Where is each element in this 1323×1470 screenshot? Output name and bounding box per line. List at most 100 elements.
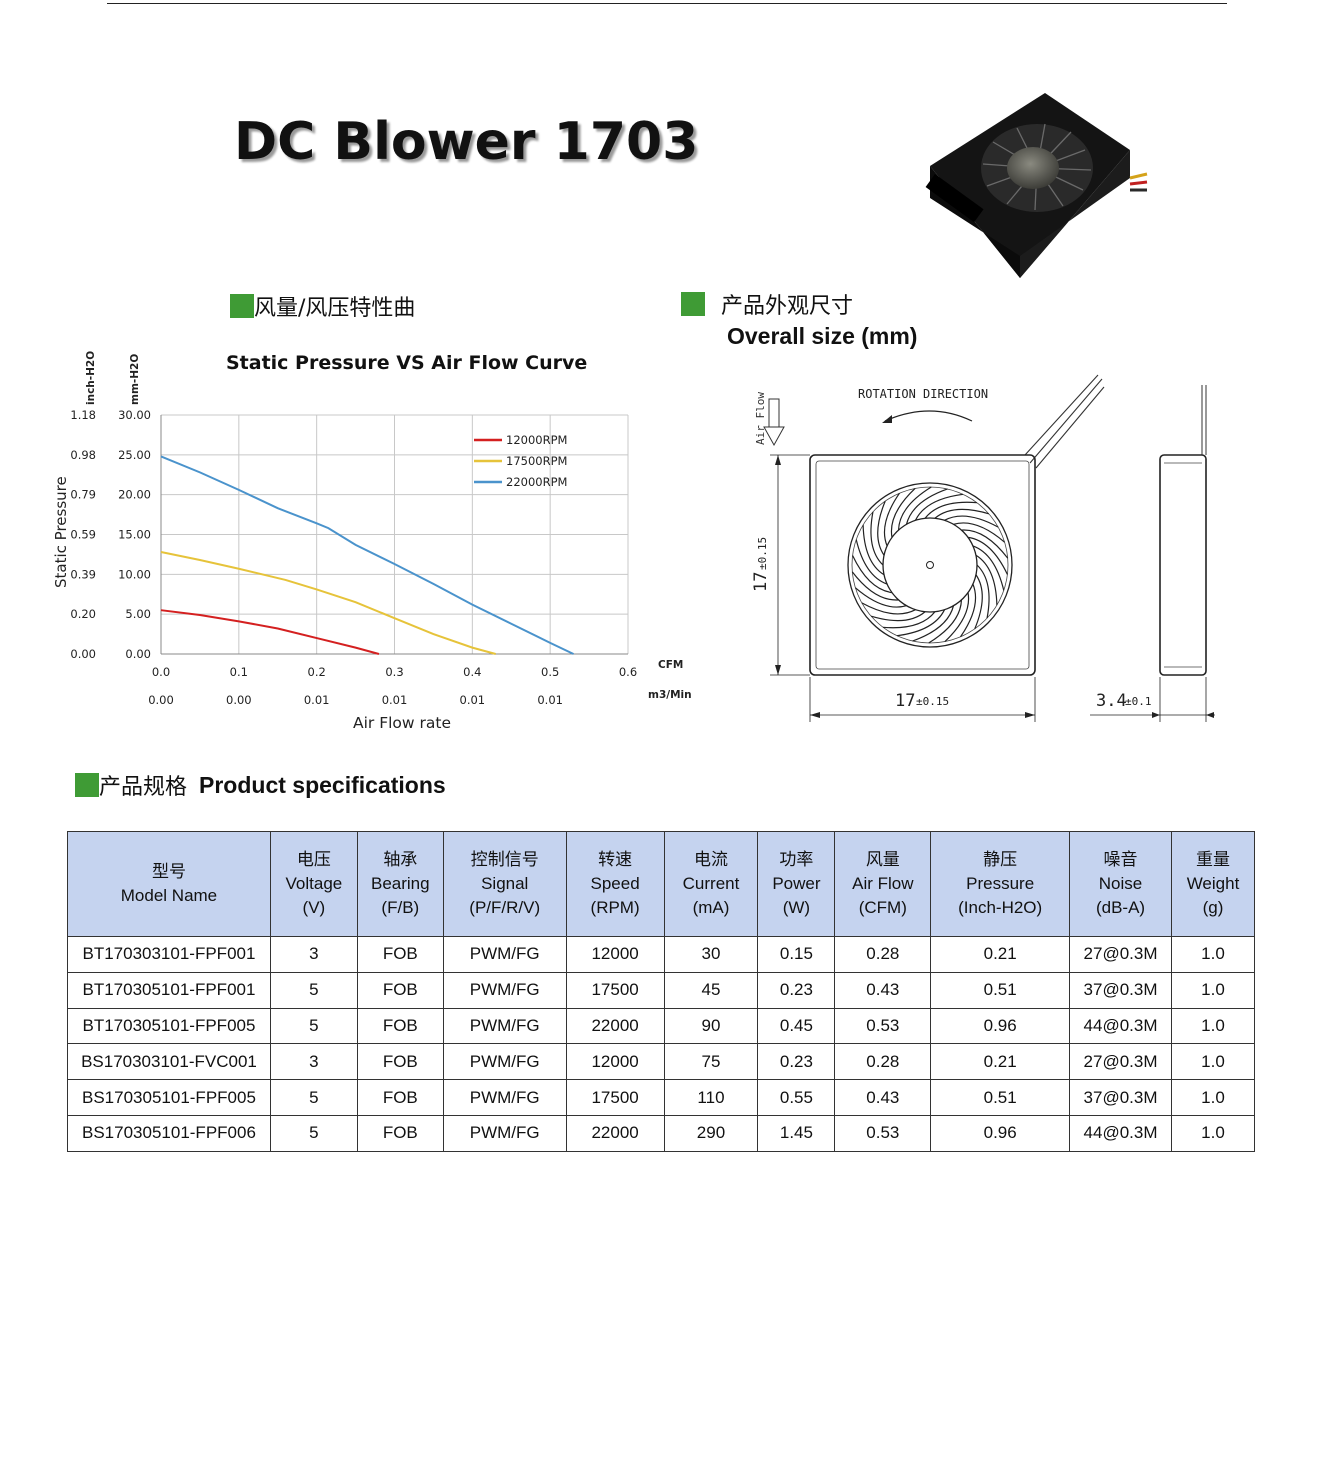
fan-body-outline <box>809 454 1036 676</box>
y-tick-label-mm: 25.00 <box>118 448 151 462</box>
x-tick-label: 0.5 <box>541 665 559 679</box>
fan-blade <box>890 488 916 538</box>
spec-section-heading: 产品规格 Product specifications <box>75 769 446 801</box>
fan-blade <box>924 501 977 519</box>
y-tick-label-mm: 20.00 <box>118 488 151 502</box>
table-cell: 0.28 <box>834 1043 932 1081</box>
x2-tick-label: 0.00 <box>226 693 252 707</box>
fan-blade <box>975 554 998 606</box>
y-tick-label-inch: 0.20 <box>70 607 96 621</box>
y-tick-label-mm: 30.00 <box>118 408 151 422</box>
spec-header-line: 电压 <box>296 850 331 869</box>
y-tick-label-mm: 15.00 <box>118 528 151 542</box>
fan-blade <box>972 545 1005 591</box>
spec-header-cell: 电流 Current (mA) <box>663 831 759 937</box>
table-cell: 37@0.3M <box>1069 971 1172 1009</box>
y-tick-label-inch: 0.98 <box>70 448 96 462</box>
fan-blade <box>976 564 990 619</box>
fan-blade <box>862 524 885 576</box>
x2-tick-label: 0.01 <box>460 693 486 707</box>
y-tick-label-inch: 0.79 <box>70 488 96 502</box>
spec-header-line: (mA) <box>692 898 730 917</box>
fan-blade <box>877 500 886 556</box>
fan-blade <box>861 602 916 615</box>
dim-height-tol: ±0.15 <box>756 537 769 570</box>
table-cell: 22000 <box>565 1114 665 1152</box>
table-cell: 1.0 <box>1170 1114 1256 1152</box>
chart-title: Static Pressure VS Air Flow Curve <box>226 352 588 374</box>
fan-blade <box>852 555 893 594</box>
table-cell: 3 <box>269 1043 358 1081</box>
section-square <box>681 292 705 316</box>
fan-blade <box>967 536 1008 575</box>
y-axis-title: Static Pressure <box>52 476 70 588</box>
spec-header-line: (g) <box>1202 898 1224 917</box>
table-cell: 0.23 <box>757 971 836 1009</box>
table-cell: 12000 <box>565 936 665 973</box>
spec-header-line: 电流 <box>693 850 728 869</box>
spec-header-line: Model Name <box>120 886 218 905</box>
table-cell: PWM/FG <box>442 1043 567 1081</box>
spec-header-line: 控制信号 <box>470 850 539 869</box>
section-square <box>75 773 99 797</box>
table-cell: 0.21 <box>930 1043 1071 1081</box>
table-cell: 110 <box>663 1079 759 1116</box>
y-tick-label-inch: 0.00 <box>70 647 96 661</box>
y-unit-mm: mm-H2O <box>129 354 141 405</box>
x-axis-title: Air Flow rate <box>353 714 451 732</box>
table-cell: 0.55 <box>757 1079 836 1116</box>
spec-header-line: Current <box>682 874 740 893</box>
table-cell: FOB <box>356 1114 444 1152</box>
spec-header-line: Power <box>772 874 821 893</box>
table-cell: PWM/FG <box>442 1079 567 1116</box>
table-cell: 1.45 <box>757 1114 836 1152</box>
table-cell: 0.15 <box>757 936 836 973</box>
spec-header-line: Air Flow <box>852 874 914 893</box>
dimension-drawing: ROTATION DIRECTION Air Flow 17 ±0.15 17 … <box>751 374 1215 722</box>
x2-tick-label: 0.01 <box>382 693 408 707</box>
rotation-direction-label: ROTATION DIRECTION <box>858 387 988 401</box>
spec-header-line: (F/B) <box>381 898 420 917</box>
fan-blade <box>855 539 888 585</box>
spec-header-line: Speed <box>590 874 640 893</box>
spec-header-line: (W) <box>782 898 811 917</box>
x2-tick-label: 0.01 <box>304 693 330 707</box>
series-line-12000RPM <box>160 609 380 655</box>
curve-section-heading: 风量/风压特性曲 <box>230 290 415 322</box>
section-square <box>230 294 254 318</box>
top-rule <box>107 3 1227 4</box>
fan-blade <box>883 611 936 629</box>
spec-header-line: (RPM) <box>590 898 640 917</box>
table-cell: FOB <box>356 971 444 1009</box>
table-cell: FOB <box>356 1043 444 1081</box>
table-cell: FOB <box>356 1007 444 1045</box>
table-cell: 0.96 <box>930 1114 1071 1152</box>
table-cell: 0.96 <box>930 1007 1071 1045</box>
dim-width-value: 17 <box>895 691 915 711</box>
table-cell: 0.51 <box>930 1079 1071 1116</box>
table-cell: 45 <box>663 971 759 1009</box>
series-line-22000RPM <box>160 455 574 655</box>
table-cell: FOB <box>356 1079 444 1116</box>
x-tick-label: 0.4 <box>463 665 481 679</box>
spec-header-line: Signal <box>481 874 529 893</box>
table-cell: PWM/FG <box>442 1007 567 1045</box>
spec-header-line: Noise <box>1098 874 1143 893</box>
spec-header-line: 型号 <box>151 862 186 881</box>
y-tick-label-mm: 0.00 <box>125 647 151 661</box>
table-cell: 5 <box>269 1114 358 1152</box>
spec-header-line: 静压 <box>983 850 1018 869</box>
table-cell: BT170303101-FPF001 <box>67 936 271 973</box>
spec-header-line: (CFM) <box>858 898 907 917</box>
table-cell: 0.23 <box>757 1043 836 1081</box>
x2-tick-label: 0.00 <box>148 693 174 707</box>
